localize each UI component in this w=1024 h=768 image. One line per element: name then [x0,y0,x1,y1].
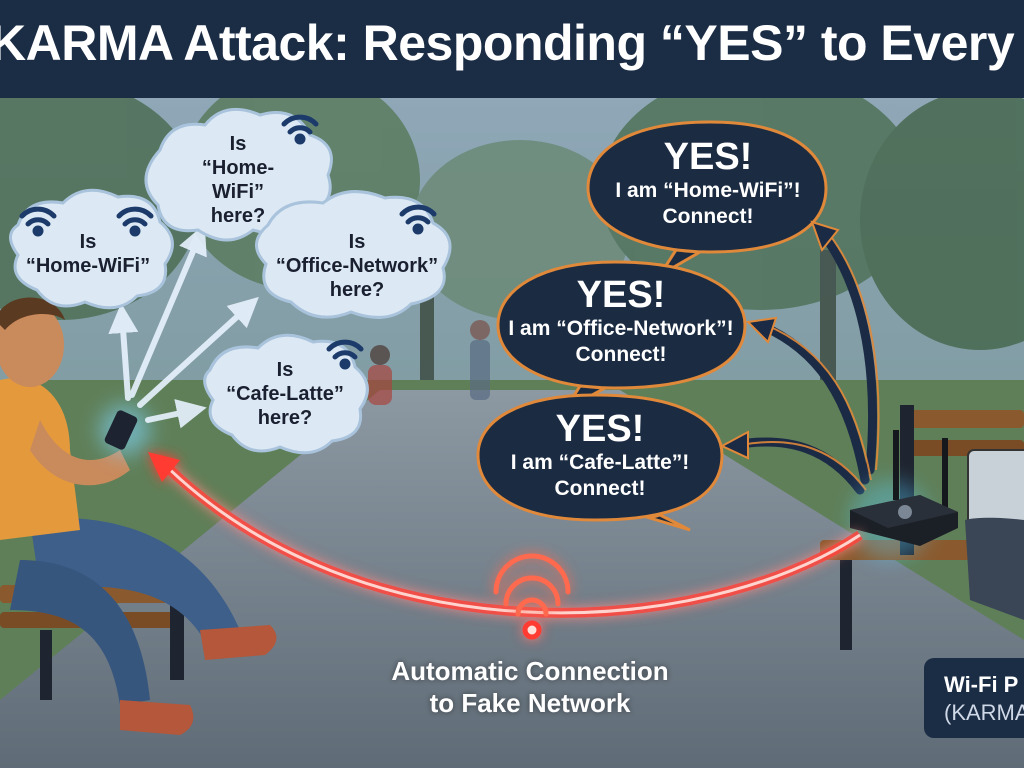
probe-bubble-3 [255,190,452,319]
probe-bubble-cafe-latte-text: Is “Cafe-Latte” here? [226,359,344,429]
response-bubble-cafe-latte-text: YES! I am “Cafe-Latte”! Connect! [510,408,690,500]
page-title: KARMA Attack: Responding “YES” to Every … [0,15,1024,71]
response-bubble-shapes [476,120,828,532]
connection-caption: Automatic Connection to Fake Network [391,656,669,718]
wifi-icon [493,553,571,640]
person-with-phone [0,297,277,735]
response-bubble-office-network-text: YES! I am “Office-Network”! Connect! [508,274,734,366]
response-bubble-home-wifi-text: YES! I am “Home-WiFi”! Connect! [615,136,801,228]
probe-bubble-office-network-text: Is “Office-Network” here? [275,231,439,301]
response-arrows-outline [740,229,880,491]
wifi-icon [19,114,437,370]
title-bar: KARMA Attack: Responding “YES” to Every … [0,0,1024,98]
probe-bubble-home-wifi-2-text: Is “Home-WiFi” [25,231,151,277]
probe-bubble-4 [203,333,369,455]
probe-bubble-home-wifi-text: Is “Home-WiFi” here? [201,133,275,227]
device-label: Wi-Fi P (KARMA [924,658,1024,738]
background-people [368,320,490,405]
fake-connection-arc [148,452,863,618]
response-bubble-1 [586,120,828,277]
router-icon [850,430,958,546]
response-bubble-3 [476,393,724,532]
smartphone-icon [104,410,138,450]
probe-arrows [108,223,259,429]
probe-bubble-shapes [9,107,452,455]
